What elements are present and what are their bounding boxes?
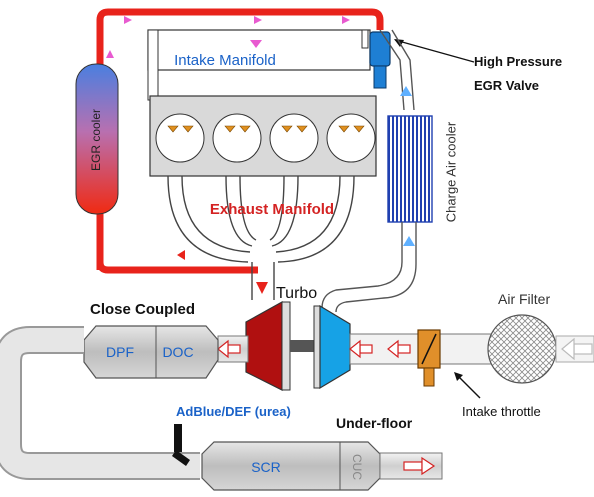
intake-throttle-actuator xyxy=(423,367,435,387)
hp-egr-valve-pointer xyxy=(394,39,475,63)
intake-throttle-plate xyxy=(421,333,437,365)
exhaust-manifold-label: Exhaust Manifold xyxy=(210,201,334,218)
flow-arrow-intake xyxy=(250,40,262,48)
close-coupled-can xyxy=(83,325,219,379)
air-filter xyxy=(487,314,557,384)
turbo-label: Turbo xyxy=(276,285,317,302)
close-coupled-label: Close Coupled xyxy=(90,301,195,318)
flow-arrow-charge-1 xyxy=(400,86,412,96)
hp-egr-valve-body xyxy=(361,29,369,49)
flow-arrow-egr-4 xyxy=(106,50,114,58)
flow-arrow-egr-1 xyxy=(124,16,132,24)
charge-air-cooler xyxy=(387,115,433,223)
cylinder-4 xyxy=(326,113,376,163)
cylinder-1 xyxy=(155,113,205,163)
intake-throttle-label: Intake throttle xyxy=(462,404,541,419)
hp-egr-valve xyxy=(369,31,391,67)
hp-egr-valve-actuator xyxy=(373,65,387,89)
crossover-pipe-inner xyxy=(0,328,200,478)
adblue-injector-nozzle xyxy=(172,450,190,466)
flow-arrow-tailpipe xyxy=(403,456,436,476)
egr-return-pipe xyxy=(96,120,258,274)
under-floor-can xyxy=(201,441,381,491)
air-filter-label: Air Filter xyxy=(498,291,550,307)
intake-manifold xyxy=(147,29,371,71)
hp-egr-valve-label-2: EGR Valve xyxy=(474,78,539,93)
charge-air-cooler-label: Charge Air cooler xyxy=(443,121,458,222)
intake-manifold-label: Intake Manifold xyxy=(174,52,276,69)
dpf-label: DPF xyxy=(106,344,134,360)
egr-cooler xyxy=(75,63,119,215)
flow-arrow-egr-2 xyxy=(254,16,262,24)
hp-egr-valve-label-1: High Pressure xyxy=(474,54,562,69)
turbo-shaft xyxy=(290,340,314,352)
flow-arrow-intake-pipe-2 xyxy=(387,339,411,359)
cuc-label: CUC xyxy=(350,454,364,480)
flow-arrow-exhaust-out xyxy=(217,339,241,359)
flow-arrow-exhaust-down xyxy=(256,282,268,294)
cylinder-valves xyxy=(167,125,365,133)
compressor xyxy=(319,304,351,390)
doc-label: DOC xyxy=(162,344,193,360)
turbine-flange xyxy=(281,301,291,391)
compressor-flange xyxy=(313,305,321,389)
flow-arrow-egr-5 xyxy=(177,250,185,260)
flow-arrow-intake-pipe-1 xyxy=(349,339,373,359)
turbine xyxy=(245,300,283,391)
flow-arrow-air-inlet xyxy=(561,337,593,361)
under-floor-label: Under-floor xyxy=(336,415,413,431)
exhaust-manifold xyxy=(167,175,355,300)
egr-cooler-label: EGR cooler xyxy=(89,109,103,171)
flow-arrow-egr-3 xyxy=(342,16,350,24)
cylinder-2 xyxy=(212,113,262,163)
cylinder-3 xyxy=(269,113,319,163)
scr-label: SCR xyxy=(251,459,281,475)
intake-throttle-pointer-head xyxy=(454,372,463,381)
flow-arrow-charge-2 xyxy=(403,236,415,246)
charge-air-pipe-lower xyxy=(321,222,417,313)
adblue-injector xyxy=(174,424,182,452)
egr-loop-pipe xyxy=(96,8,384,270)
adblue-label: AdBlue/DEF (urea) xyxy=(176,404,291,419)
intake-runner-left xyxy=(147,29,159,101)
